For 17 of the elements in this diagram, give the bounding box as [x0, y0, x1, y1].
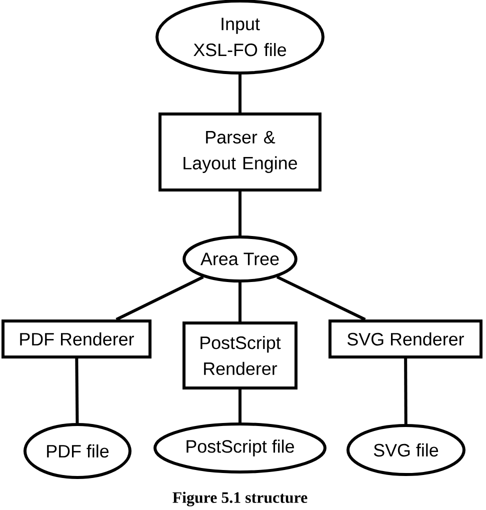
caption: Figure 5.1 structure	[172, 492, 308, 506]
ellipse-node: PDF file	[24, 423, 132, 479]
connector-line	[238, 282, 242, 322]
connector-line	[404, 358, 408, 424]
ellipse-node: SVG file	[346, 424, 466, 476]
connector-line	[238, 74, 242, 112]
ellipse-node: Area Tree	[182, 236, 298, 282]
process-box: SVG Renderer	[328, 320, 482, 358]
connector-line	[238, 192, 242, 236]
connector-line	[276, 276, 366, 321]
connector-line	[116, 276, 204, 321]
connector-line	[75, 358, 79, 424]
connector-line	[238, 390, 242, 422]
process-box: PDF Renderer	[2, 320, 152, 358]
process-box: Parser & Layout Engine	[158, 112, 322, 192]
ellipse-node: PostScript file	[154, 422, 326, 474]
process-box: PostScript Renderer	[182, 322, 298, 390]
